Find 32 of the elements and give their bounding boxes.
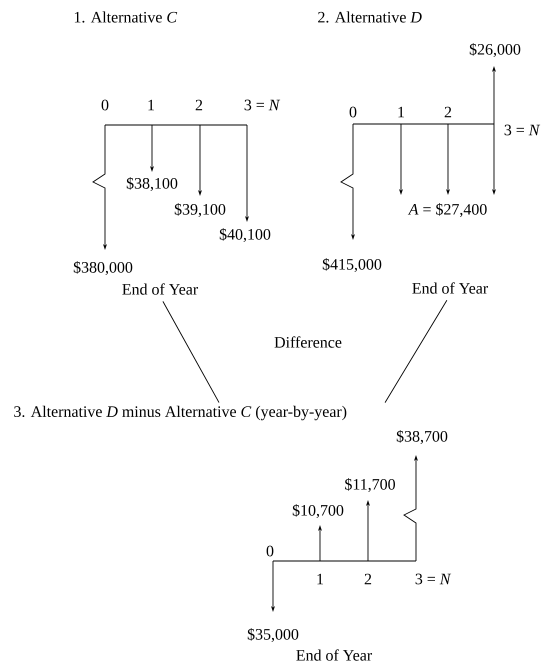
panel-title: 3. Alternative D minus Alternative C (year-by-year) <box>14 406 346 420</box>
difference-label: Difference <box>274 336 342 348</box>
amount-label: $10,700 <box>292 504 344 518</box>
year-number: 1 <box>398 106 404 118</box>
amount-label: $39,100 <box>174 203 226 217</box>
amount-label: $415,000 <box>322 258 382 272</box>
panel-title: 2. Alternative D <box>318 11 422 23</box>
year-number: 1 <box>148 100 154 110</box>
axis-label: End of Year <box>122 283 198 295</box>
year-number: 0 <box>266 546 274 556</box>
year-number: 0 <box>102 100 108 110</box>
amount-label: $380,000 <box>74 261 132 275</box>
amount-label: $35,000 <box>248 628 298 642</box>
amount-label: $40,100 <box>220 228 270 242</box>
year-number: 1 <box>317 574 324 584</box>
year-number: 3 = N <box>504 124 540 136</box>
amount-label: A = $27,400 <box>408 203 487 217</box>
connector-line <box>162 300 220 403</box>
axis-label: End of Year <box>412 282 488 294</box>
year-number: 3 = N <box>244 100 280 110</box>
amount-label: $38,100 <box>126 177 178 191</box>
year-number: 2 <box>444 106 452 118</box>
year-number: 0 <box>350 106 356 118</box>
panel-title: 1. Alternative C <box>74 11 178 23</box>
amount-label: $38,700 <box>396 430 448 444</box>
year-number: 2 <box>196 100 202 110</box>
amount-label: $26,000 <box>470 43 520 57</box>
year-number: 3 = N <box>416 574 452 584</box>
axis-label: End of Year <box>296 649 372 661</box>
amount-label: $11,700 <box>345 478 395 492</box>
connector-line <box>384 300 448 404</box>
year-number: 2 <box>364 574 372 584</box>
